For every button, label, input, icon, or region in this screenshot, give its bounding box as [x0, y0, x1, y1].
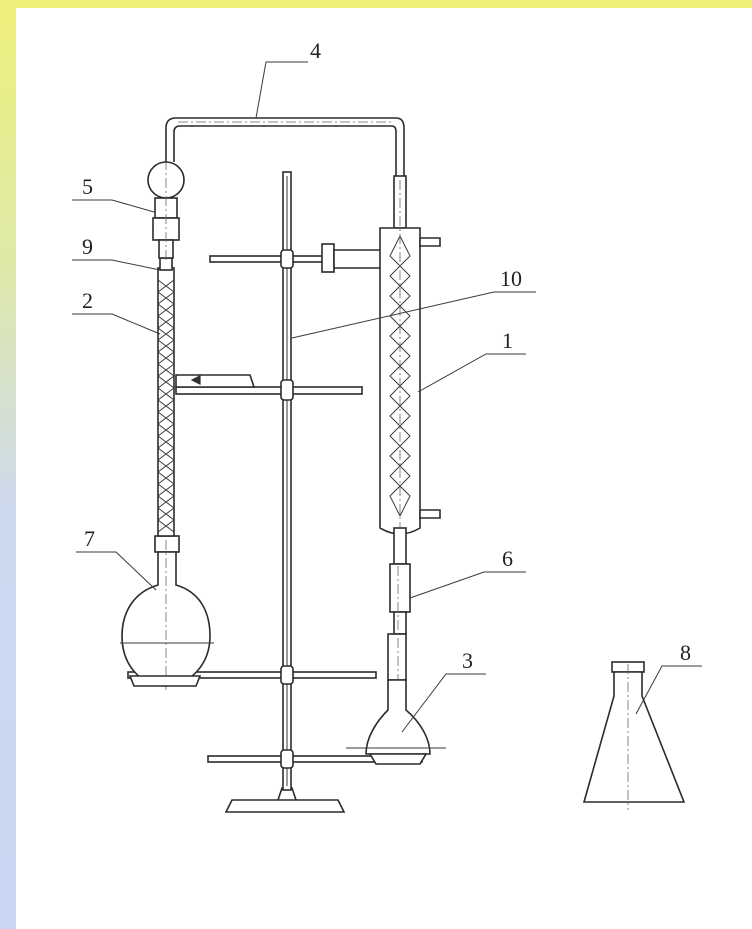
leader-2 [72, 313, 161, 335]
label-1: 1 [502, 328, 513, 353]
adapter-6 [389, 563, 411, 613]
label-8: 8 [680, 640, 691, 665]
top-color-strip [0, 0, 752, 8]
label-10: 10 [500, 266, 522, 291]
clamp-boss-bottom [280, 749, 294, 769]
still-head [147, 160, 185, 262]
leader-7 [76, 551, 157, 591]
label-5: 5 [82, 174, 93, 199]
clamp-bars [127, 243, 423, 769]
clamp-boss-middle [280, 379, 294, 401]
label-2: 2 [82, 288, 93, 313]
leader-8 [635, 665, 702, 715]
left-color-strip [0, 0, 16, 929]
label-6: 6 [502, 546, 513, 571]
clamp-boss-lower [280, 665, 294, 685]
erlenmeyer-flask [582, 661, 686, 810]
clamp-bar-middle [175, 386, 363, 395]
part-labels: 4 5 9 2 10 1 7 6 3 8 [82, 38, 691, 673]
clamp-bar-lower [127, 671, 377, 679]
leader-3 [401, 673, 486, 733]
leader-9 [72, 259, 161, 271]
condenser-outlet [393, 527, 407, 565]
receiving-funnel [346, 679, 446, 765]
label-3: 3 [462, 648, 473, 673]
flask-joint [154, 535, 180, 553]
leader-10 [291, 291, 536, 339]
label-7: 7 [84, 526, 95, 551]
vapour-tube [165, 117, 405, 176]
round-bottom-flask [120, 535, 214, 690]
label-9: 9 [82, 234, 93, 259]
leader-6 [409, 571, 526, 599]
label-4: 4 [310, 38, 321, 63]
clamp-boss-top [280, 249, 294, 269]
leader-1 [417, 353, 526, 393]
leader-4 [255, 61, 308, 119]
fractionating-column [157, 257, 175, 537]
clamp-screw-top [321, 243, 335, 273]
condenser [379, 175, 441, 565]
leader-lines [72, 61, 702, 733]
retort-stand [224, 171, 346, 813]
receiver-adapter [387, 563, 411, 681]
stand-base [224, 799, 346, 813]
leader-5 [72, 199, 155, 213]
